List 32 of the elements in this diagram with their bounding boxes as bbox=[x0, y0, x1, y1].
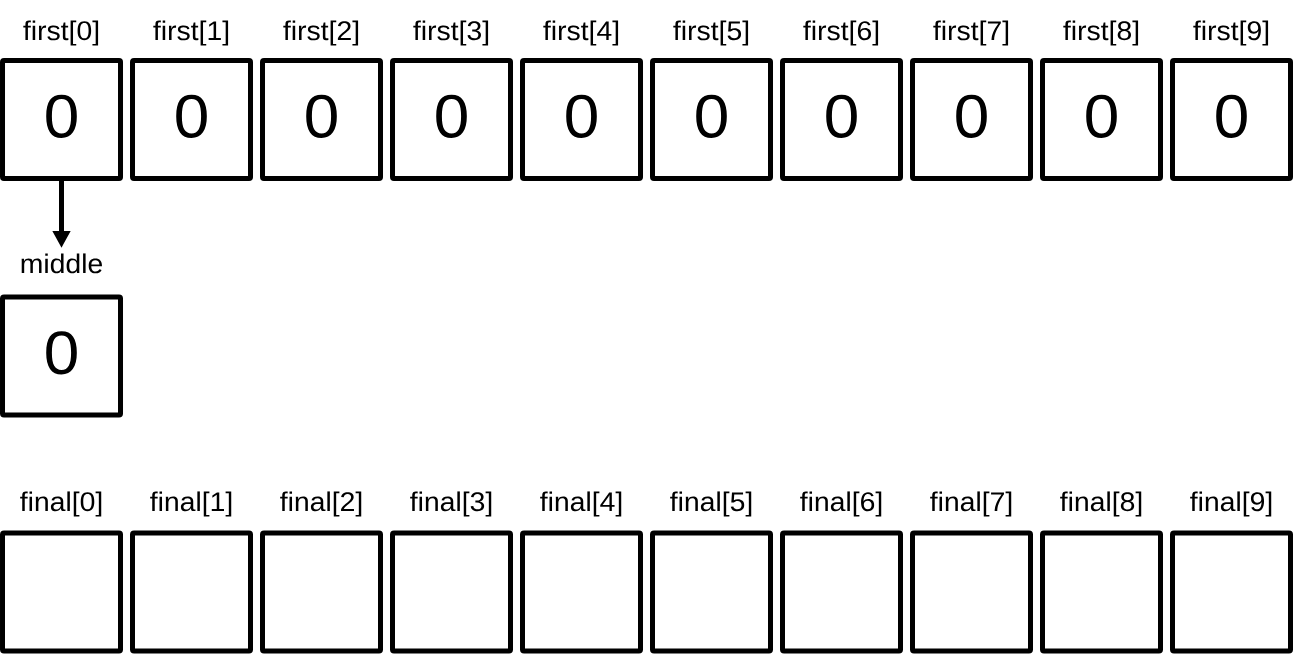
name-label: first[7] bbox=[933, 20, 1009, 46]
name-label: final[6] bbox=[800, 491, 882, 517]
name-label: first[3] bbox=[413, 20, 489, 46]
name-label: final[8] bbox=[1060, 491, 1142, 517]
name-label: first[4] bbox=[543, 20, 619, 46]
array-cell: 0 bbox=[650, 58, 773, 181]
name-label: final[7] bbox=[930, 491, 1012, 517]
array-cell: 0 bbox=[1170, 58, 1293, 181]
name-label: final[9] bbox=[1190, 491, 1272, 517]
array-cell: 0 bbox=[0, 58, 123, 181]
array-cell: 0 bbox=[0, 294, 123, 418]
name-label: first[2] bbox=[283, 20, 359, 46]
name-label: first[5] bbox=[673, 20, 749, 46]
name-label: middle bbox=[21, 253, 102, 274]
name-label: final[0] bbox=[20, 491, 102, 517]
array-cell: 0 bbox=[520, 58, 643, 181]
name-label: first[6] bbox=[803, 20, 879, 46]
name-label: final[2] bbox=[280, 491, 362, 517]
name-label: final[5] bbox=[670, 491, 752, 517]
name-label: first[1] bbox=[153, 20, 229, 46]
name-label: first[9] bbox=[1193, 20, 1269, 46]
name-label: first[8] bbox=[1063, 20, 1139, 46]
name-label: final[1] bbox=[150, 491, 232, 517]
array-cell: 0 bbox=[130, 58, 253, 181]
array-cell: 0 bbox=[390, 58, 513, 181]
array-cell: 0 bbox=[780, 58, 903, 181]
name-label: final[3] bbox=[410, 491, 492, 517]
array-cell: 0 bbox=[1040, 58, 1163, 181]
array-cell: 0 bbox=[910, 58, 1033, 181]
name-label: first[0] bbox=[23, 20, 99, 46]
array-cell: 0 bbox=[260, 58, 383, 181]
name-label: final[4] bbox=[540, 491, 622, 517]
